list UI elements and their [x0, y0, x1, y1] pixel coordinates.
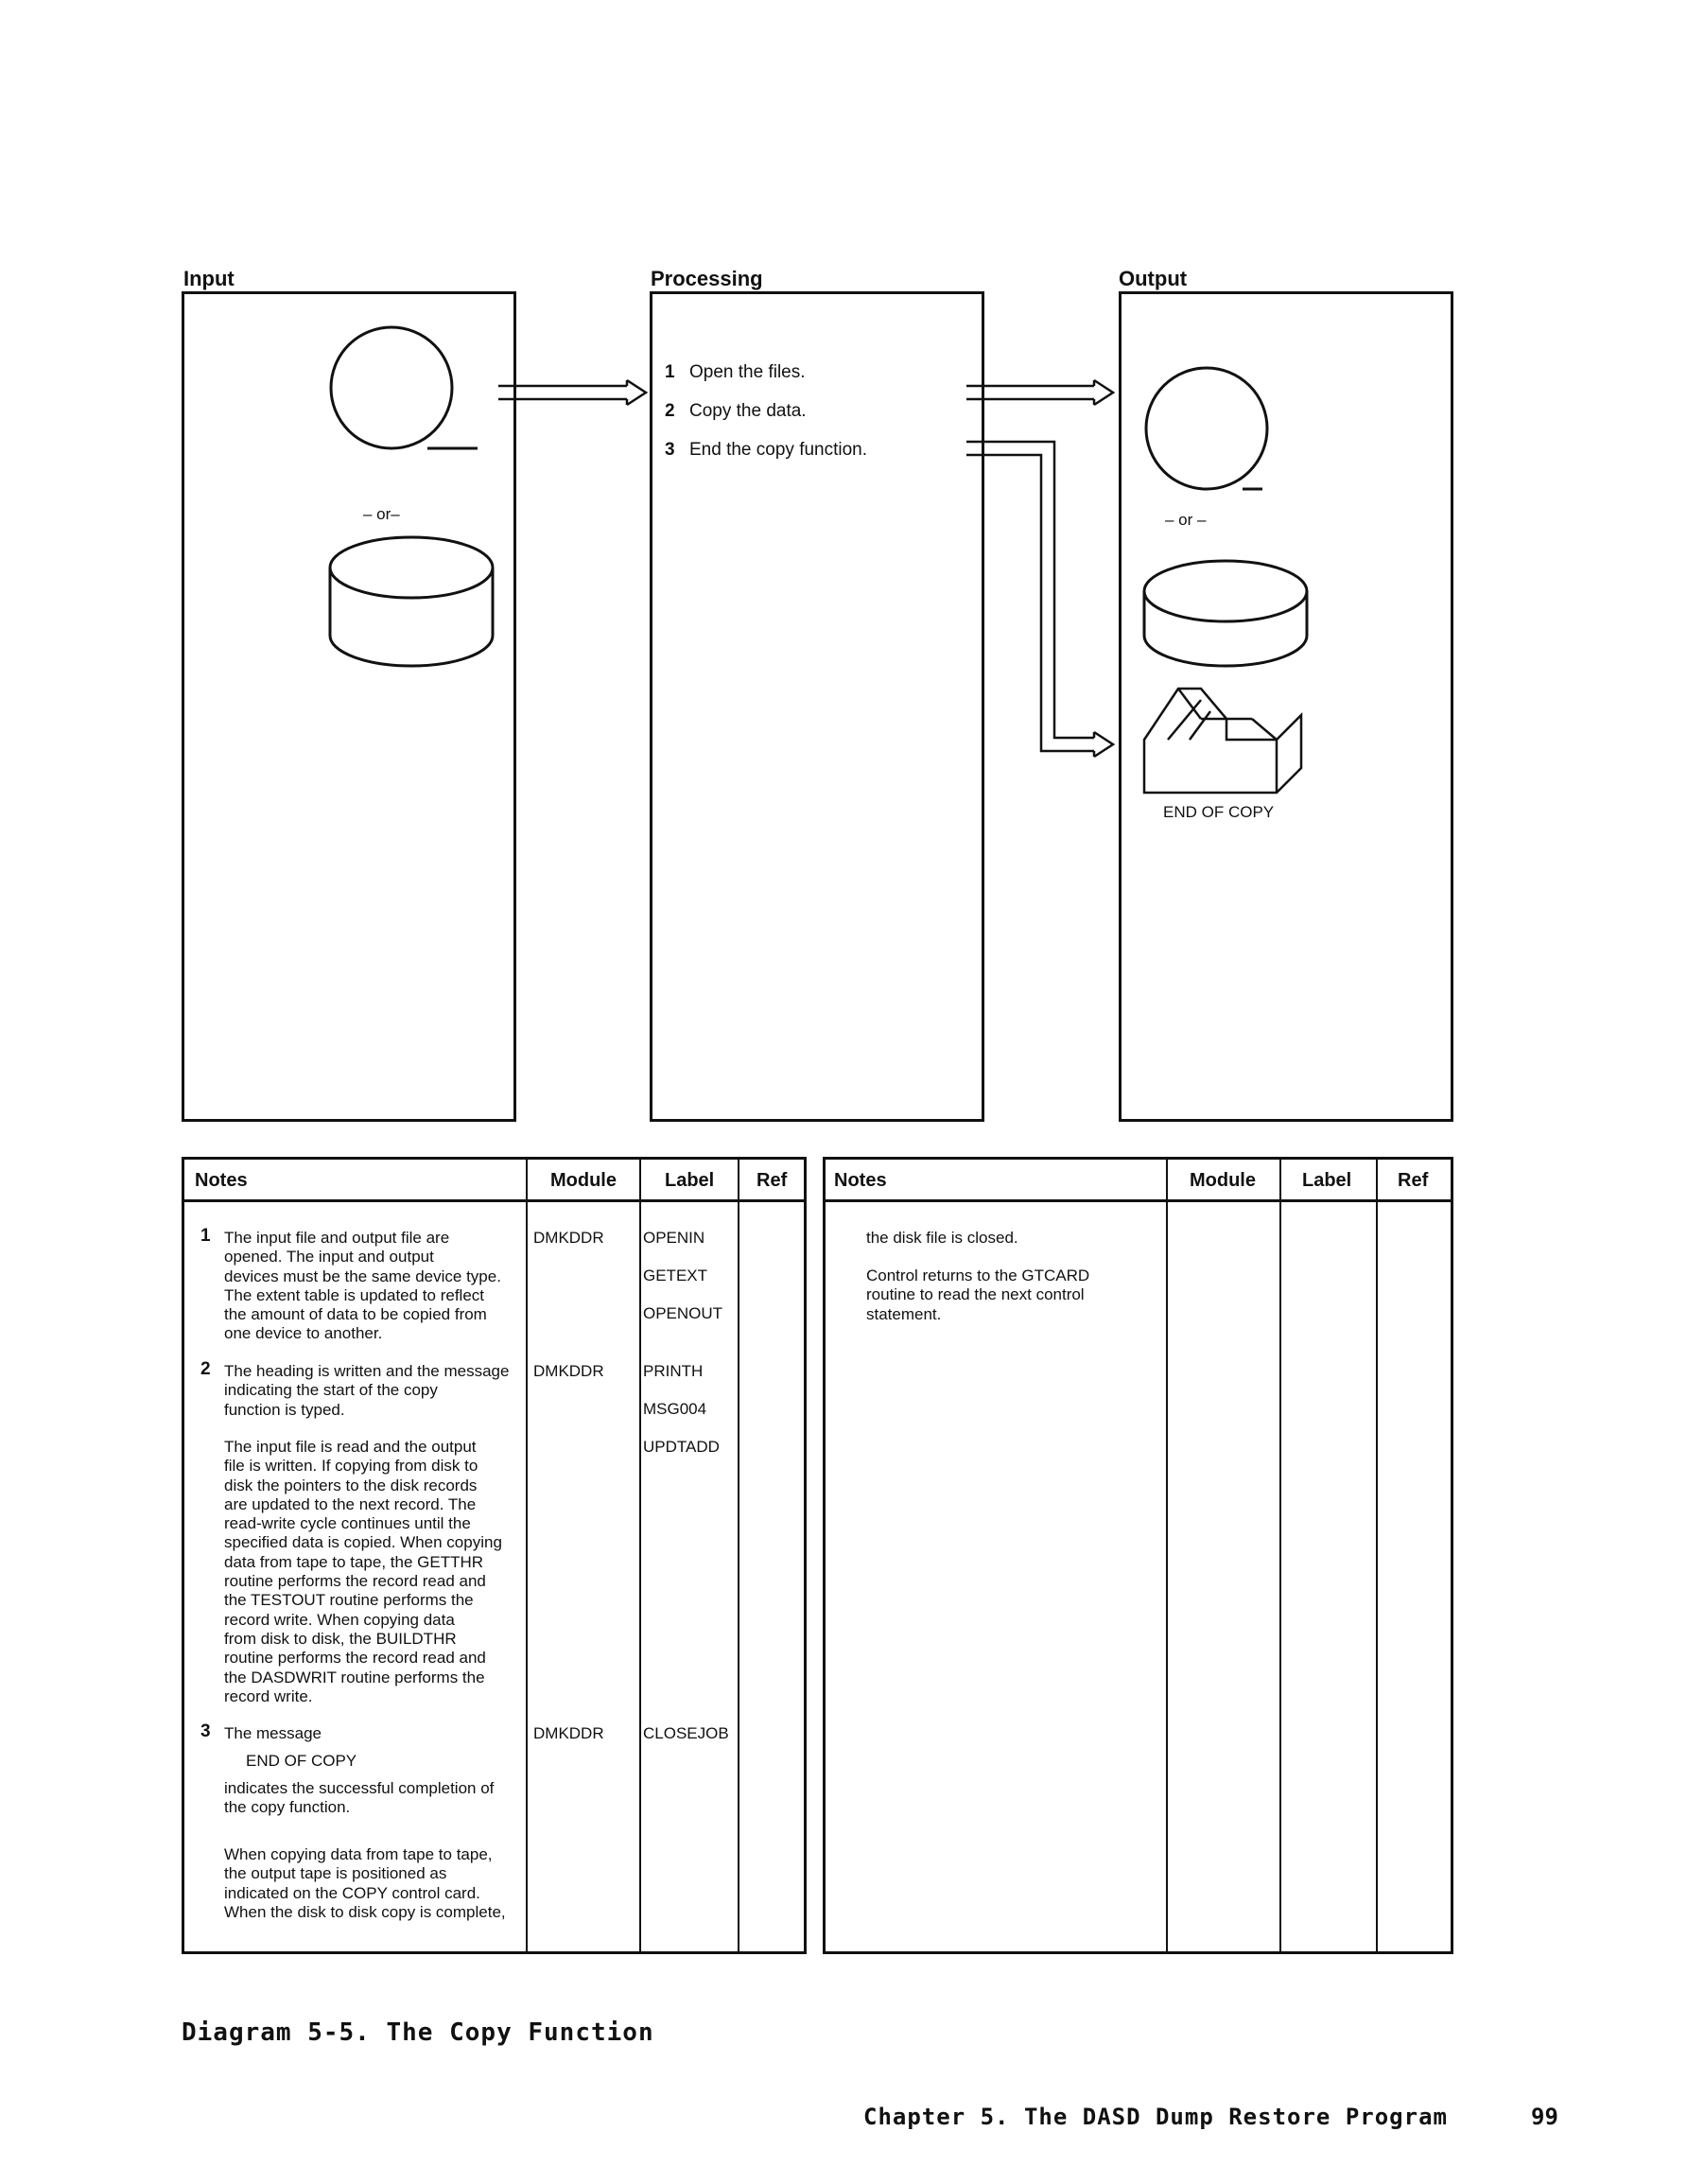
- note-text: the disk file is closed.: [866, 1229, 1018, 1247]
- input-tape-icon: [329, 325, 478, 450]
- note-text: The message: [224, 1724, 322, 1742]
- left-module-header: Module: [550, 1170, 617, 1191]
- left-table-col-divider: [738, 1157, 739, 1954]
- processing-step-1: 1 Open the files.: [665, 362, 806, 383]
- module-cell: DMKDDR: [533, 1362, 604, 1380]
- note-number: 1: [200, 1226, 211, 1246]
- step-number: 2: [665, 401, 675, 421]
- note-text: Control returns to the GTCARD routine to…: [866, 1267, 1090, 1323]
- input-disk-icon: [328, 535, 495, 668]
- processing-step-3: 3 End the copy function.: [665, 440, 867, 461]
- processing-step-2: 2 Copy the data.: [665, 401, 807, 422]
- right-notes-header: Notes: [834, 1170, 887, 1191]
- processing-column-header: Processing: [651, 267, 763, 290]
- note-text: When copying data from tape to tape, the…: [224, 1845, 506, 1921]
- label-cell: PRINTH: [643, 1362, 704, 1380]
- step-text: Copy the data.: [689, 401, 807, 421]
- module-cell: DMKDDR: [533, 1724, 604, 1742]
- right-ref-header: Ref: [1398, 1170, 1429, 1191]
- label-cell: MSG004: [643, 1400, 707, 1418]
- message-text: END OF COPY: [246, 1752, 357, 1770]
- left-notes-header: Notes: [195, 1170, 248, 1191]
- label-cell: OPENOUT: [643, 1304, 723, 1322]
- right-table-col-divider: [1166, 1157, 1168, 1954]
- left-ref-header: Ref: [757, 1170, 788, 1191]
- input-column-header: Input: [183, 267, 235, 290]
- label-cell: UPDTADD: [643, 1438, 720, 1456]
- right-table-col-divider: [1376, 1157, 1378, 1954]
- arrow-input-to-processing-icon: [498, 378, 649, 407]
- note-text: The heading is written and the message i…: [224, 1362, 510, 1419]
- output-disk-icon: [1142, 559, 1309, 668]
- output-column-header: Output: [1119, 267, 1188, 290]
- right-module-header: Module: [1190, 1170, 1256, 1191]
- module-cell: DMKDDR: [533, 1229, 604, 1247]
- left-notes-table: [182, 1157, 807, 1954]
- input-or-label: – or–: [363, 505, 400, 523]
- output-tape-icon: [1144, 366, 1269, 491]
- step-text: End the copy function.: [689, 440, 868, 460]
- step-text: Open the files.: [689, 362, 806, 382]
- processing-box: [650, 291, 984, 1122]
- left-table-col-divider: [526, 1157, 528, 1954]
- arrow-processing-to-output-tape-icon: [966, 378, 1116, 407]
- note-number: 2: [200, 1359, 211, 1379]
- note-text: The input file is read and the output fi…: [224, 1438, 502, 1705]
- note-text: indicates the successful completion of t…: [224, 1779, 495, 1817]
- diagram-caption: Diagram 5-5. The Copy Function: [182, 2018, 654, 2047]
- flow-graphics: [328, 325, 1309, 795]
- printer-output-icon: [1142, 687, 1303, 795]
- label-cell: OPENIN: [643, 1229, 705, 1247]
- label-cell: GETEXT: [643, 1267, 708, 1284]
- right-label-header: Label: [1302, 1170, 1352, 1191]
- arrow-processing-to-printer-icon: [966, 440, 1116, 759]
- left-label-header: Label: [665, 1170, 715, 1191]
- right-table-header-rule: [823, 1199, 1453, 1202]
- label-cell: CLOSEJOB: [643, 1724, 729, 1742]
- output-or-label: – or –: [1165, 511, 1207, 529]
- step-number: 1: [665, 362, 675, 382]
- page-number: 99: [1531, 2104, 1558, 2130]
- note-number: 3: [200, 1721, 211, 1741]
- right-table-col-divider: [1279, 1157, 1281, 1954]
- output-box: [1119, 291, 1453, 1122]
- note-text: The input file and output file are opene…: [224, 1229, 501, 1343]
- printer-caption: END OF COPY: [1163, 803, 1275, 821]
- input-box: [182, 291, 516, 1122]
- right-notes-table: [823, 1157, 1453, 1954]
- step-number: 3: [665, 440, 675, 460]
- chapter-footer: Chapter 5. The DASD Dump Restore Program: [863, 2104, 1448, 2130]
- left-table-col-divider: [639, 1157, 641, 1954]
- left-table-header-rule: [182, 1199, 807, 1202]
